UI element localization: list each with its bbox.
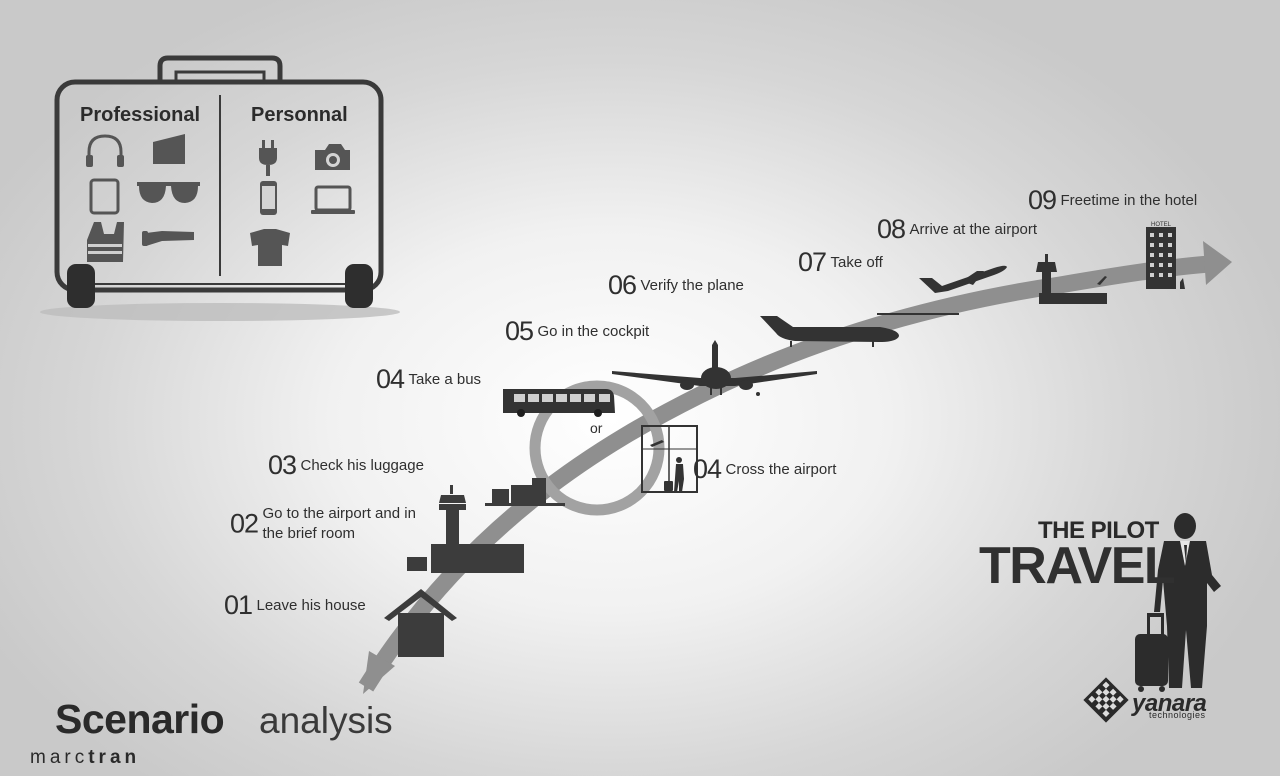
camera-icon (315, 144, 350, 170)
step-08-label: Arrive at the airport (909, 221, 1038, 238)
suitcase-shadow (40, 303, 400, 321)
bus-icon (503, 389, 615, 417)
author-credit: marctran (30, 747, 140, 769)
step-05-number: 05 (505, 316, 534, 346)
flashlight-icon (142, 231, 194, 246)
brand-tagline: technologies (1149, 710, 1206, 720)
step-01-number: 01 (224, 590, 253, 620)
smartphone-icon (260, 181, 277, 215)
step-02-label: Go to the airport and in the brief room (262, 505, 416, 542)
terminal-window-icon (641, 425, 698, 493)
yanara-logo-icon (1083, 677, 1129, 723)
step-07-label: Take off (830, 254, 883, 271)
professional-heading: Professional (80, 104, 201, 126)
the-pilot-heading: THE PILOT (1038, 517, 1159, 544)
step-02-number: 02 (230, 508, 259, 539)
plane-takeoff-icon (877, 265, 1007, 315)
step-05-label: Go in the cockpit (537, 323, 650, 340)
wallet-icon (153, 134, 185, 164)
control-tower-icon (407, 485, 524, 573)
personal-heading: Personnal (251, 104, 348, 126)
or-label: or (590, 420, 603, 436)
hotel-sign: HOTEL (1151, 222, 1172, 228)
step-06-label: Verify the plane (640, 277, 744, 294)
airport-loop-ring (529, 380, 665, 516)
step-04-airport-number: 04 (693, 454, 722, 484)
airliner-side-icon (760, 316, 899, 347)
travel-path-arrow (358, 255, 1211, 692)
author-first: marc (30, 747, 89, 768)
step-03-label: Check his luggage (300, 457, 424, 474)
step-01-label: Leave his house (256, 597, 366, 614)
step-04-bus-number: 04 (376, 364, 405, 394)
step-08: 08 Arrive at the airport (877, 216, 1037, 243)
step-09-number: 09 (1028, 185, 1057, 215)
step-07: 07 Take off (798, 249, 883, 276)
travel-heading: TRAVEL (979, 537, 1176, 595)
author-last: tran (88, 747, 141, 768)
airliner-front-icon (612, 340, 817, 396)
step-07-number: 07 (798, 247, 827, 277)
power-plug-icon (259, 140, 277, 176)
arrow-head-end (1203, 241, 1232, 285)
step-01: 01 Leave his house (224, 592, 366, 619)
pilot-silhouette (1135, 513, 1221, 692)
suitcase (54, 55, 384, 293)
step-03-number: 03 (268, 450, 297, 480)
airport-tower-icon (1036, 254, 1107, 304)
headphones-icon (86, 134, 124, 167)
step-06-number: 06 (608, 270, 637, 300)
step-06: 06 Verify the plane (608, 272, 744, 299)
step-04-bus-label: Take a bus (408, 371, 482, 388)
title-scenario: Scenario (55, 696, 225, 742)
suitcase-wheel-left (67, 264, 95, 308)
aviator-sunglasses-icon (137, 182, 200, 203)
laptop-icon (311, 185, 355, 214)
title-analysis: analysis (259, 700, 393, 741)
suitcase-wheel-right (345, 264, 373, 308)
step-02: 02 Go to the airport and in the brief ro… (230, 504, 423, 544)
t-shirt-icon (250, 229, 290, 266)
step-03: 03 Check his luggage (268, 452, 424, 479)
luggage-conveyor-icon (485, 478, 565, 506)
tablet-icon (89, 178, 120, 215)
hotel-building-icon: HOTEL (1146, 222, 1185, 289)
step-05: 05 Go in the cockpit (505, 318, 649, 345)
step-04-bus: 04 Take a bus (376, 366, 481, 393)
step-09: 09 Freetime in the hotel (1028, 187, 1197, 214)
step-04-airport: 04 Cross the airport (693, 456, 836, 483)
step-09-label: Freetime in the hotel (1060, 192, 1198, 209)
step-08-number: 08 (877, 214, 906, 244)
step-04-airport-label: Cross the airport (725, 461, 837, 478)
brand-name: yanara (1132, 690, 1207, 717)
safety-vest-icon (87, 222, 124, 262)
house-icon (384, 589, 457, 657)
arrow-head-start (363, 651, 395, 694)
